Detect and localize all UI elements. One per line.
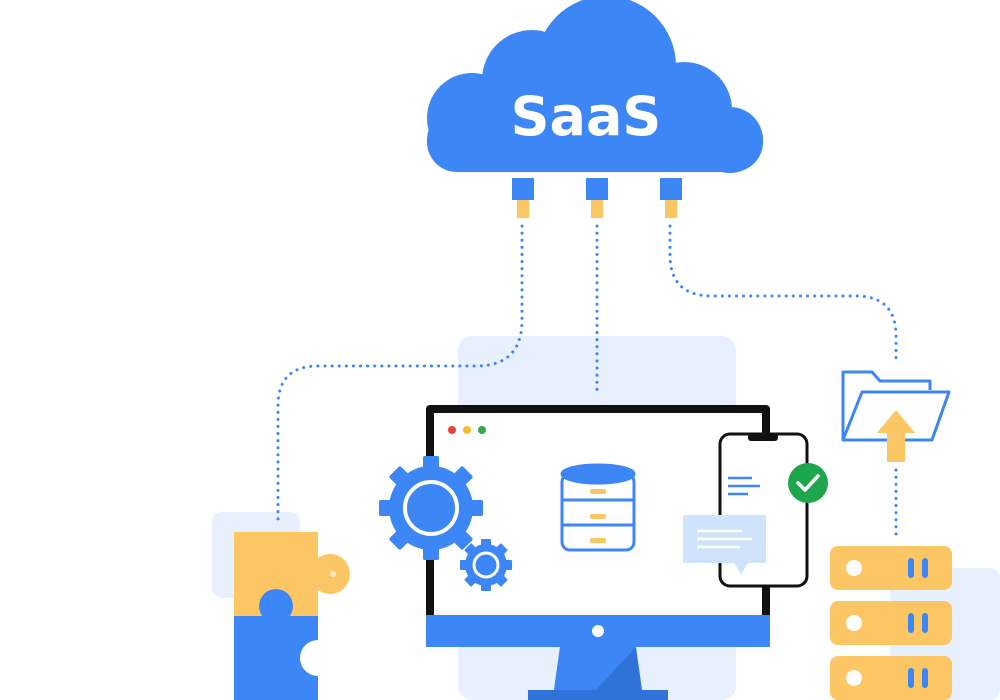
gear-icon xyxy=(379,456,483,560)
cloud-icon xyxy=(427,0,763,173)
chat-bubble-icon xyxy=(683,515,766,574)
puzzle-piece-icon xyxy=(234,532,350,700)
window-minimize-dot xyxy=(463,426,471,434)
server-rack-icon xyxy=(830,546,952,700)
window-maximize-dot xyxy=(478,426,486,434)
connector-plug-icon xyxy=(512,178,682,218)
connection-line-left xyxy=(276,224,524,524)
small-gear-icon xyxy=(460,539,512,591)
smartphone-icon xyxy=(718,432,809,588)
window-close-dot xyxy=(448,426,456,434)
upload-arrow-icon xyxy=(877,410,915,462)
database-icon xyxy=(560,463,636,552)
folder-icon xyxy=(841,370,951,442)
connection-lines xyxy=(276,224,898,542)
checkmark-icon xyxy=(788,463,828,503)
database-indicators xyxy=(590,489,606,543)
cloud-label: SaaS xyxy=(511,85,662,148)
